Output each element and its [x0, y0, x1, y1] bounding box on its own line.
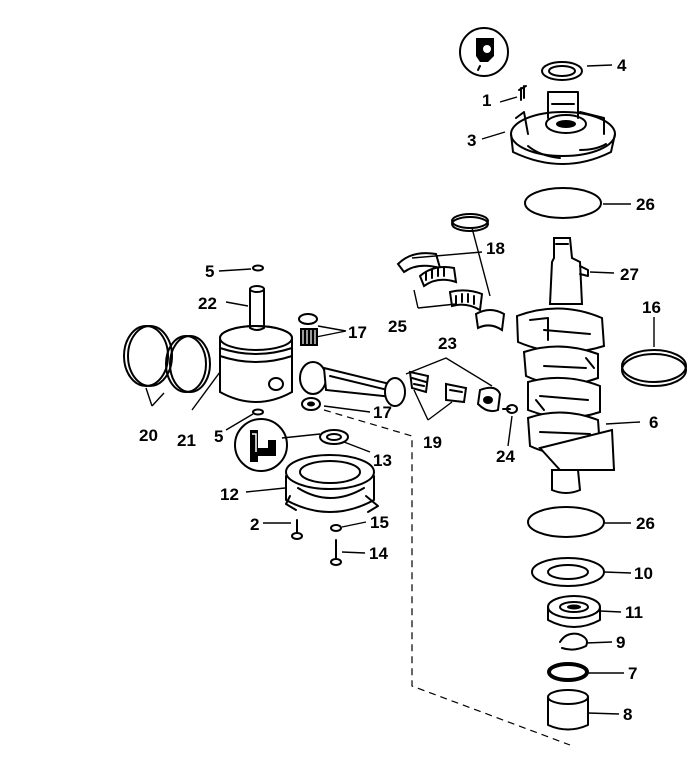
part-11-ball-bearing [547, 595, 601, 628]
part-19-rod-bearings [408, 370, 468, 404]
part-25-bearing-cages [396, 252, 506, 332]
callout-25: 25 [388, 317, 407, 336]
callout-22: 22 [198, 294, 217, 313]
callout-9: 9 [616, 633, 625, 652]
callout-12: 12 [220, 485, 239, 504]
callout-26-lower: 26 [636, 514, 655, 533]
callout-18: 18 [486, 239, 505, 258]
callout-13: 13 [373, 451, 392, 470]
callout-2: 2 [250, 515, 259, 534]
part-5-lower-retainer [252, 408, 264, 416]
callout-15: 15 [370, 513, 389, 532]
callout-23: 23 [438, 334, 457, 353]
callout-16: 16 [642, 298, 661, 317]
part-16-ring [621, 349, 687, 387]
callout-11: 11 [625, 603, 643, 622]
callouts: 1 2 3 4 5 5 6 7 8 9 10 11 12 13 14 15 16… [139, 56, 661, 724]
callout-21: 21 [177, 431, 196, 450]
part-23-connecting-rod [299, 361, 406, 407]
part-27-key [579, 265, 589, 277]
callout-24: 24 [496, 447, 515, 466]
assembly-dashed-line [323, 227, 571, 746]
callout-4: 4 [617, 56, 627, 75]
part-12-lower-bearing-housing [285, 454, 379, 513]
callout-19: 19 [423, 433, 442, 452]
callout-10: 10 [634, 564, 653, 583]
part-7-seal [547, 662, 589, 682]
part-17-lower-washer [301, 397, 321, 411]
callout-7: 7 [628, 664, 637, 683]
callout-5-upper: 5 [205, 262, 214, 281]
part-10-thrust-washer [531, 557, 605, 587]
callout-8: 8 [623, 705, 632, 724]
part-3-upper-bearing-housing [510, 91, 616, 165]
grease-lube-icon [234, 418, 288, 472]
callout-27: 27 [620, 265, 639, 284]
part-6-crankshaft [515, 237, 616, 494]
part-8-sleeve [547, 689, 589, 731]
part-26-lower-o-ring [527, 506, 605, 538]
part-14-screw [330, 539, 342, 566]
callout-5-lower: 5 [214, 427, 223, 446]
part-13-seal [319, 429, 349, 445]
callout-6: 6 [649, 413, 658, 432]
part-15-washer [330, 524, 342, 532]
callout-17-lower: 17 [373, 403, 392, 422]
callout-26-upper: 26 [636, 195, 655, 214]
leader-lines [145, 64, 655, 715]
part-4-seal [541, 61, 583, 81]
callout-3: 3 [467, 131, 476, 150]
part-18-retaining-ring [451, 213, 489, 232]
seal-lube-icon [459, 27, 509, 77]
part-26-upper-o-ring [524, 187, 602, 219]
part-17-upper-bearing [298, 313, 318, 346]
part-21-piston [219, 325, 293, 403]
part-5-upper-retainer [252, 264, 264, 272]
part-9-retaining-ring [559, 632, 588, 651]
part-1-pin [518, 85, 527, 101]
part-24-bolt [502, 404, 518, 414]
callout-17-upper: 17 [348, 323, 367, 342]
part-22-wrist-pin [249, 285, 265, 331]
callout-20: 20 [139, 426, 158, 445]
part-20-piston-rings [123, 325, 211, 393]
part-2-screw [291, 519, 303, 540]
part-23-rod-cap [476, 386, 502, 413]
callout-14: 14 [369, 544, 388, 563]
callout-1: 1 [482, 91, 491, 110]
